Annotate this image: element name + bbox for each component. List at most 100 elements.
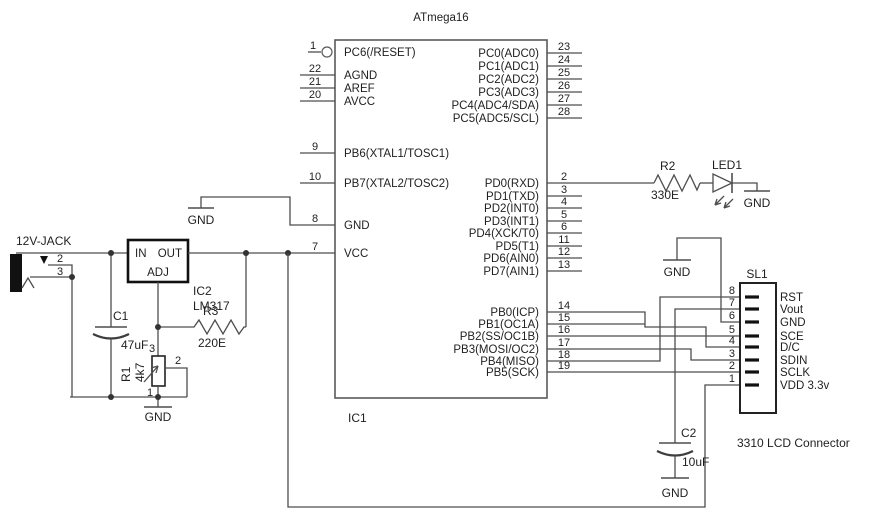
- pin-label: SDIN: [780, 355, 807, 367]
- c2-ref: C2: [681, 426, 697, 440]
- pin-label: PD4(XCK/T0): [469, 228, 539, 240]
- led-branch: R2 330E LED1 GND: [547, 158, 771, 210]
- junction-dot: [243, 250, 249, 256]
- led-light-arrow-icon: [723, 198, 734, 209]
- ic1-left-pin-labels: PC6(/RESET) AGND AREF AVCC PB6(XTAL1/TOS…: [344, 47, 449, 260]
- c1-value: 47uF: [121, 338, 148, 352]
- r1-value: 4k7: [133, 362, 147, 382]
- sl1-pin-numbers: 8 7 6 5 4 3 2 1: [729, 285, 735, 385]
- r1-trimmer: R1 4k7 3 2 1: [119, 343, 188, 399]
- junction-dot: [69, 274, 75, 280]
- pin-number: 13: [558, 259, 570, 271]
- pin-number: 26: [558, 80, 570, 92]
- ic1-right-pins: 23 24 25 26 27 28 2 3 4 5 6 11 12 13: [547, 41, 582, 372]
- gnd-label: GND: [662, 486, 689, 500]
- pin-label: PC2(ADC2): [478, 74, 539, 86]
- gnd-symbol-c2: GND: [661, 477, 689, 500]
- pin-number: 25: [558, 67, 570, 79]
- pin-label: AVCC: [344, 96, 375, 108]
- r3-zigzag-icon: [158, 318, 246, 336]
- jack-pin2-number: 2: [57, 253, 63, 265]
- pin-number: 3: [561, 184, 567, 196]
- ic1-title: ATmega16: [413, 12, 468, 24]
- pin-number: 23: [558, 41, 570, 53]
- r3-value: 220E: [198, 336, 226, 350]
- r1-wiper-arrowhead-icon: [150, 365, 159, 374]
- pin-number: 7: [729, 297, 735, 309]
- pin-number: 20: [309, 89, 321, 101]
- wire-pin8-gnd: [200, 196, 335, 226]
- gnd-label: GND: [145, 410, 172, 424]
- r2-zigzag-icon: [653, 173, 701, 193]
- pin-label: PC0(ADC0): [478, 48, 539, 60]
- wire-led-gnd: [732, 182, 758, 191]
- lm317-pin-out: OUT: [158, 248, 182, 260]
- jack-pin3-number: 3: [57, 266, 63, 278]
- pin-number: 22: [309, 63, 321, 75]
- pin-number: 5: [729, 324, 735, 336]
- pin-label: SCE: [780, 331, 804, 343]
- pin-label: PB7(XTAL2/TOSC2): [344, 178, 449, 190]
- pin-label: PD5(T1): [496, 241, 540, 253]
- wire-pb4-rst: [547, 296, 741, 362]
- pin-label: PB1(OC1A): [478, 319, 539, 331]
- pin-number: 4: [729, 335, 735, 347]
- pin-label: VCC: [344, 248, 368, 260]
- gnd-label: GND: [744, 196, 771, 210]
- pin-label: PD6(AIN0): [483, 253, 539, 265]
- pin-label: PD2(INT0): [484, 203, 539, 215]
- c1-ref: C1: [113, 309, 129, 323]
- led1-ref: LED1: [712, 158, 742, 172]
- pin1-bubble-icon: [321, 46, 333, 58]
- pin-label: PD3(INT1): [484, 216, 539, 228]
- c2-value: 10uF: [682, 455, 709, 469]
- pin-number: 7: [312, 241, 318, 253]
- sl1-ref: SL1: [746, 267, 768, 281]
- pin-label: PC5(ADC5/SCL): [453, 113, 539, 125]
- jack-sleeve-icon: [21, 276, 35, 289]
- r1-terminal2: 2: [175, 355, 181, 367]
- pin-number: 1: [729, 373, 735, 385]
- lm317-pin-adj: ADJ: [147, 267, 169, 279]
- junction-dot: [155, 394, 161, 400]
- pin-label: PB4(MISO): [480, 356, 539, 368]
- gnd-symbol-pin8: GND: [188, 196, 335, 227]
- power-section: 12V-JACK 2 3 IN OUT ADJ IC2 LM317 C1 47u…: [10, 196, 335, 424]
- pin-number: 6: [561, 221, 567, 233]
- jack-switch-arrow-icon: [40, 256, 48, 264]
- wire-pb0: [547, 311, 741, 348]
- r1-terminal3: 3: [149, 343, 155, 355]
- ic1-right-pin-labels: PC0(ADC0) PC1(ADC1) PC2(ADC2) PC3(ADC3) …: [451, 48, 539, 379]
- ic2-ref: IC2: [193, 284, 212, 298]
- pin-label: PB0(ICP): [490, 307, 539, 319]
- sl1-connector: SL1 3310 LCD Connector 8 7 6 5 4 3 2 1 R…: [729, 267, 850, 450]
- pin-number: 11: [558, 234, 569, 246]
- ic1-atmega16: ATmega16 IC1 1 22 21 20 9 10 8 7 PC6(/RE…: [300, 12, 582, 425]
- pin-label: AGND: [344, 70, 377, 82]
- r1-wiper-arrow-icon: [143, 365, 159, 383]
- ic2-part: LM317: [193, 299, 230, 313]
- wire-jack-pin2: [48, 264, 73, 277]
- pin-number: 9: [312, 141, 318, 153]
- ic1-body: [334, 39, 548, 399]
- sl1-pin-labels: RST Vout GND SCE D/C SDIN SCLK VDD 3.3v: [780, 292, 829, 392]
- pin-label: SCLK: [780, 367, 810, 379]
- pin-number: 3: [729, 348, 735, 360]
- wire-vout-c2: [674, 308, 741, 443]
- r3-resistor: R3 220E: [157, 253, 247, 356]
- pin-label: PC6(/RESET): [344, 47, 416, 59]
- pin-number: 8: [312, 213, 318, 225]
- gnd-label: GND: [664, 265, 691, 279]
- gnd-symbol-led: GND: [744, 190, 771, 210]
- pin-number: 8: [729, 285, 735, 297]
- pin-label: PC4(ADC4/SDA): [451, 100, 539, 112]
- pin-number: 14: [558, 300, 570, 312]
- pin-label: PD1(TXD): [486, 191, 539, 203]
- led-triangle-icon: [712, 172, 734, 194]
- wire-pb3-sdin: [547, 348, 741, 361]
- r3-ref: R3: [203, 304, 219, 318]
- sl1-body: [739, 282, 777, 414]
- r1-terminal1: 1: [147, 387, 153, 399]
- sl1-pin-bars: [745, 295, 759, 387]
